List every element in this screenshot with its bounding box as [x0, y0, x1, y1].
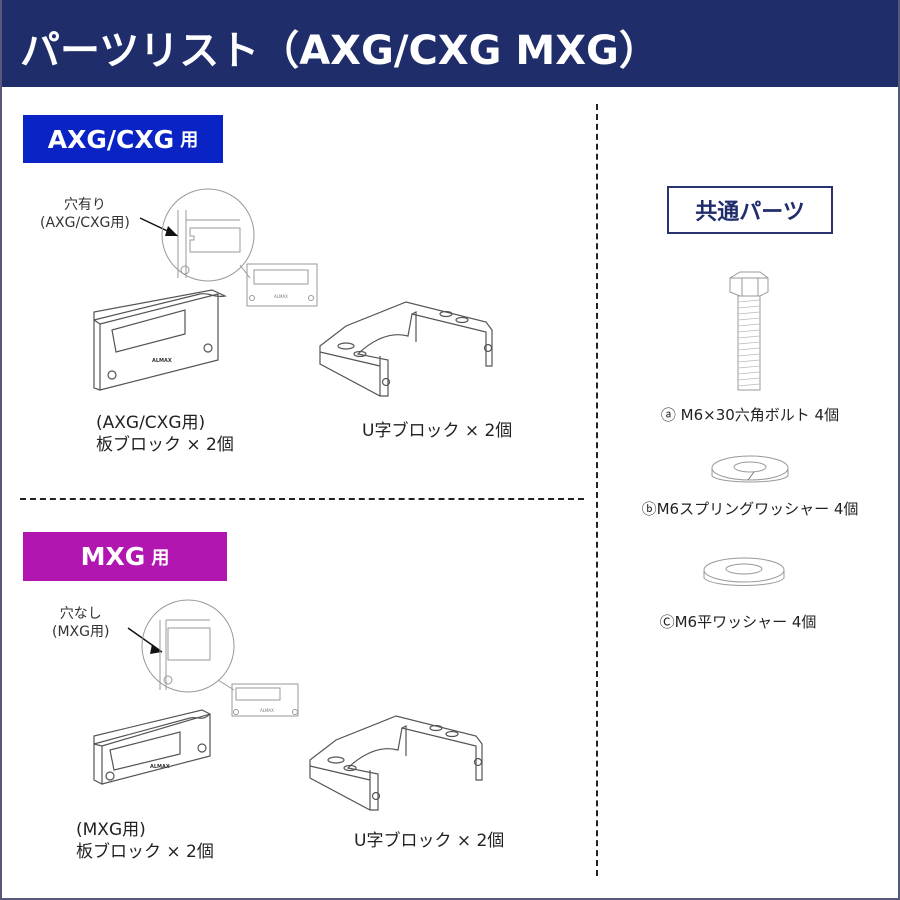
- vertical-divider: [596, 104, 598, 876]
- axg-plate-illustration: ALMAX ALMAX: [93, 188, 318, 391]
- axg-plate-label: (AXG/CXG用) 板ブロック × 2個: [96, 412, 234, 456]
- axg-badge-suffix: 用: [180, 130, 199, 151]
- mxg-plate-label-line2: 板ブロック × 2個: [76, 842, 214, 862]
- svg-text:ALMAX: ALMAX: [150, 764, 170, 770]
- axg-badge-main: AXG/CXG: [47, 124, 175, 154]
- axg-plate-label-line1: (AXG/CXG用): [96, 413, 206, 433]
- mxg-plate-label: (MXG用) 板ブロック × 2個: [76, 819, 214, 863]
- hex-bolt-icon: [729, 271, 769, 391]
- mxg-callout-line2: (MXG用): [52, 624, 110, 640]
- axg-callout-line2: (AXG/CXG用): [40, 215, 130, 231]
- horizontal-divider: [20, 498, 584, 500]
- page-header: パーツリスト（AXG/CXG MXG）: [0, 0, 900, 87]
- axg-hole-callout: 穴有り (AXG/CXG用): [40, 196, 130, 232]
- flat-washer-icon: [703, 557, 785, 586]
- mxg-plate-label-line1: (MXG用): [76, 820, 146, 840]
- mxg-badge-main: MXG: [80, 542, 146, 571]
- mxg-hole-callout: 穴なし (MXG用): [52, 605, 109, 641]
- common-item-flat-washer-label: ⒸM6平ワッシャー 4個: [659, 613, 817, 631]
- axg-u-block-label: U字ブロック × 2個: [362, 421, 513, 441]
- mxg-badge-suffix: 用: [151, 547, 170, 569]
- svg-text:ALMAX: ALMAX: [152, 358, 172, 364]
- axg-u-block-illustration: [319, 301, 493, 397]
- common-parts-title: 共通パーツ: [667, 186, 833, 234]
- axg-callout-line1: 穴有り: [63, 197, 106, 213]
- mxg-section-badge: MXG 用: [23, 532, 227, 581]
- common-item-spring-washer-label: ⓑM6スプリングワッシャー 4個: [641, 500, 859, 518]
- mxg-callout-line1: 穴なし: [59, 606, 102, 622]
- mxg-u-block-label: U字ブロック × 2個: [354, 831, 505, 851]
- mxg-u-block-illustration: [309, 715, 483, 811]
- spring-washer-icon: [711, 455, 789, 483]
- svg-text:ALMAX: ALMAX: [274, 294, 288, 299]
- page-title: パーツリスト（AXG/CXG MXG）: [20, 28, 659, 74]
- svg-text:ALMAX: ALMAX: [260, 708, 274, 713]
- common-item-bolt-label: ⓐ M6×30六角ボルト 4個: [660, 406, 840, 424]
- mxg-plate-illustration: ALMAX ALMAX: [93, 599, 299, 785]
- axg-section-badge: AXG/CXG 用: [23, 115, 223, 163]
- axg-plate-label-line2: 板ブロック × 2個: [96, 435, 234, 455]
